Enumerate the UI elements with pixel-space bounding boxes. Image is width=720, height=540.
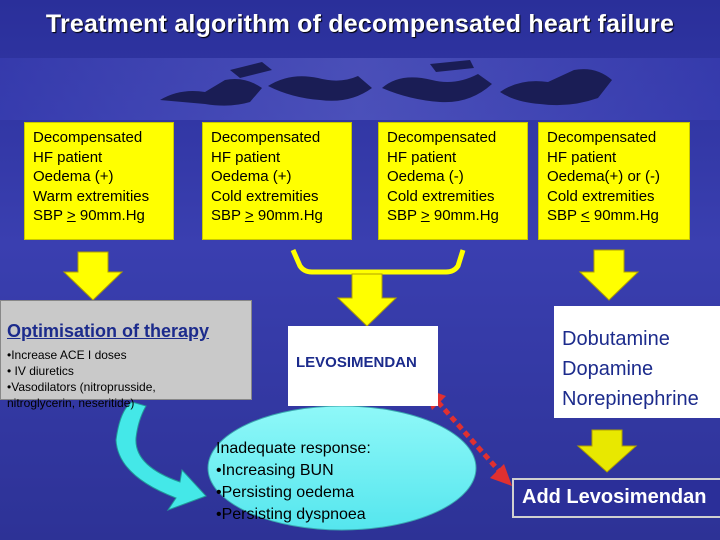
sbp-value: 90mm.Hg	[589, 207, 659, 224]
inotropes-box: Dobutamine Dopamine Norepinephrine	[554, 306, 720, 418]
sbp-prefix: SBP	[33, 207, 67, 224]
patient-box-3-line2: HF patient	[387, 148, 457, 166]
patient-box-4-line2: HF patient	[547, 148, 617, 166]
inadequate-heading: Inadequate response:	[216, 440, 371, 457]
inotrope-item: Dopamine	[562, 358, 654, 380]
patient-box-4-line4: Cold extremities	[547, 187, 655, 205]
inadequate-response-oval	[207, 405, 477, 531]
patient-box-3-line3: Oedema (-)	[387, 168, 464, 185]
patient-box-2-line3: Oedema (+)	[211, 168, 292, 185]
optimisation-list: •Increase ACE I doses • IV diuretics •Va…	[7, 347, 156, 411]
sbp-sign: >	[66, 207, 76, 224]
levosimendan-box: LEVOSIMENDAN	[288, 326, 438, 406]
optimisation-heading: Optimisation of therapy	[7, 321, 210, 341]
list-item: •Increase ACE I doses	[7, 348, 127, 362]
patient-box-1-line4: Warm extremities	[33, 187, 150, 205]
sbp-prefix: SBP	[387, 207, 421, 224]
down-arrow-1	[62, 251, 124, 301]
add-levosimendan-box: Add Levosimendan	[512, 478, 720, 518]
list-item: nitroglycerin, neseritide)	[7, 396, 135, 410]
sbp-sign: >	[244, 207, 254, 224]
patient-box-2: Decompensated HF patient Oedema (+) Cold…	[202, 122, 352, 240]
patient-box-1-sbp: SBP > 90mm.Hg	[33, 206, 169, 226]
patient-box-2-sbp: SBP > 90mm.Hg	[211, 206, 347, 226]
patient-box-3-sbp: SBP > 90mm.Hg	[387, 206, 523, 226]
levosimendan-label: LEVOSIMENDAN	[296, 354, 417, 371]
patient-box-2-line4: Cold extremities	[211, 187, 319, 205]
sbp-prefix: SBP	[547, 207, 581, 224]
list-item: •Increasing BUN	[216, 462, 334, 479]
patient-box-4: Decompensated HF patient Oedema(+) or (-…	[538, 122, 690, 240]
patient-box-4-line1: Decompensated	[547, 129, 657, 146]
bracket-connector	[290, 248, 466, 275]
patient-box-1-line2: HF patient	[33, 148, 103, 166]
down-arrow-4	[576, 429, 638, 473]
list-item: •Vasodilators (nitroprusside,	[7, 380, 156, 394]
list-item: •Persisting oedema	[216, 484, 355, 501]
patient-box-3-line4: Cold extremities	[387, 187, 495, 205]
patient-box-1-line1: Decompensated	[33, 129, 143, 146]
sbp-sign: >	[420, 207, 430, 224]
patient-box-1: Decompensated HF patient Oedema (+) Warm…	[24, 122, 174, 240]
inotrope-item: Dobutamine	[562, 328, 670, 350]
patient-box-1-line3: Oedema (+)	[33, 168, 114, 185]
patient-box-4-line3: Oedema(+) or (-)	[547, 168, 660, 185]
list-item: • IV diuretics	[7, 364, 74, 378]
down-arrow-2	[336, 273, 398, 327]
patient-box-3: Decompensated HF patient Oedema (-) Cold…	[378, 122, 528, 240]
down-arrow-3	[578, 249, 640, 301]
patient-box-4-sbp: SBP < 90mm.Hg	[547, 206, 685, 226]
patient-box-2-line2: HF patient	[211, 148, 281, 166]
sbp-value: 90mm.Hg	[253, 207, 323, 224]
curved-arrow	[115, 401, 207, 511]
patient-box-2-line1: Decompensated	[211, 129, 321, 146]
sbp-prefix: SBP	[211, 207, 245, 224]
sbp-sign: <	[580, 207, 590, 224]
add-levosimendan-label: Add Levosimendan	[522, 486, 707, 508]
slide-title: Treatment algorithm of decompensated hea…	[45, 10, 675, 38]
sbp-value: 90mm.Hg	[429, 207, 499, 224]
red-arrowhead-down	[490, 464, 512, 486]
decorative-banner	[0, 58, 720, 120]
sbp-value: 90mm.Hg	[75, 207, 145, 224]
list-item: •Persisting dyspnoea	[216, 506, 366, 523]
red-dashed-link	[436, 400, 502, 474]
optimisation-box: Optimisation of therapy •Increase ACE I …	[0, 300, 252, 410]
inadequate-response-text: Inadequate response: •Increasing BUN •Pe…	[216, 438, 371, 526]
patient-box-3-line1: Decompensated	[387, 129, 497, 146]
inotrope-item: Norepinephrine	[562, 388, 699, 410]
